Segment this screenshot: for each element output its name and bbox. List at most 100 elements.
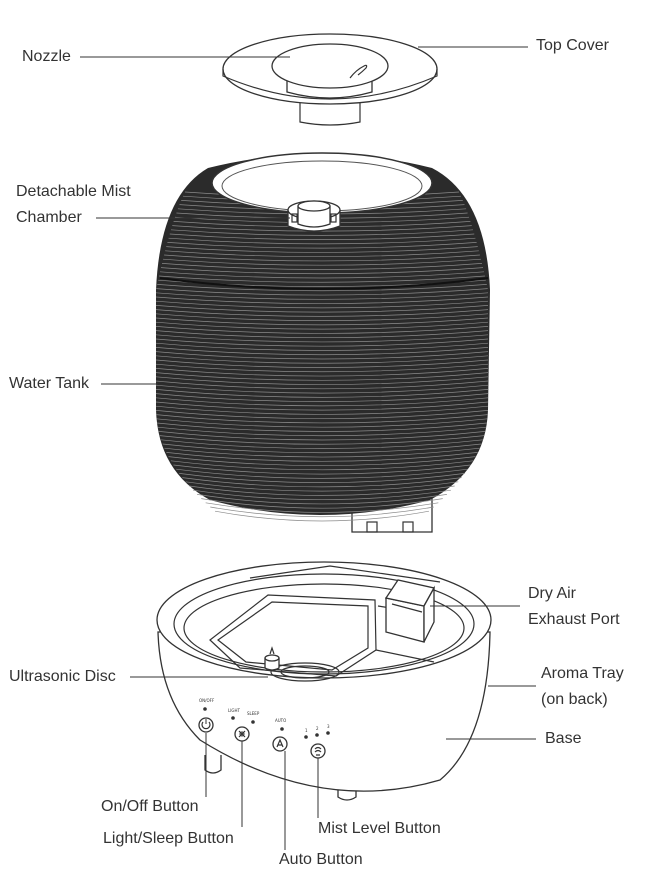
tank-rib bbox=[155, 338, 489, 347]
mist-level-button-label: Mist Level Button bbox=[318, 820, 441, 837]
tank-rib bbox=[155, 397, 489, 407]
light-sleep-icon bbox=[238, 730, 246, 738]
ultrasonic-disc bbox=[264, 646, 340, 682]
tank-rib bbox=[155, 313, 489, 321]
sleep-panel-label: SLEEP bbox=[247, 711, 260, 716]
tank-rib bbox=[185, 481, 459, 492]
tank-rib bbox=[155, 321, 489, 330]
tank-rib bbox=[155, 355, 489, 364]
nozzle-label: Nozzle bbox=[22, 48, 71, 65]
control-panel: ON/OFF LIGHT SLEEP AUTO 1 2 3 bbox=[198, 698, 330, 759]
tank-rib bbox=[182, 477, 462, 488]
water-tank-opening bbox=[211, 152, 433, 214]
tank-rib bbox=[157, 284, 487, 292]
tank-rib bbox=[159, 275, 485, 283]
tank-rib bbox=[155, 359, 489, 368]
tank-rib bbox=[155, 405, 489, 415]
tank-rib bbox=[176, 468, 468, 479]
auto-button[interactable] bbox=[272, 736, 288, 752]
mist-level-3-label: 3 bbox=[327, 724, 330, 729]
dry-air-exhaust-port-label: Dry Air Exhaust Port bbox=[528, 585, 620, 628]
top-cover-label: Top Cover bbox=[536, 37, 609, 54]
tank-rib bbox=[173, 464, 471, 475]
tank-rib bbox=[179, 473, 465, 483]
mist-level-2-label: 2 bbox=[316, 726, 319, 731]
on-off-button[interactable] bbox=[198, 717, 214, 733]
auto-button-label: Auto Button bbox=[279, 851, 363, 868]
tank-rib bbox=[161, 263, 483, 270]
tank-rib bbox=[155, 309, 489, 317]
tank-rib bbox=[155, 384, 489, 394]
detachable-mist-chamber-label: Detachable Mist Chamber bbox=[16, 183, 131, 226]
tank-rib bbox=[155, 326, 489, 334]
tank-rib bbox=[215, 510, 430, 522]
tank-rib bbox=[160, 271, 484, 279]
aroma-tray bbox=[249, 565, 441, 583]
tank-rib bbox=[155, 292, 489, 300]
tank-rib bbox=[170, 229, 474, 236]
nozzle bbox=[349, 64, 368, 79]
tank-rib bbox=[164, 447, 480, 458]
tank-rib bbox=[155, 368, 489, 377]
tank-rib bbox=[164, 254, 480, 262]
tank-rib bbox=[155, 334, 489, 343]
tank-rib bbox=[155, 376, 489, 385]
tank-rib bbox=[155, 393, 489, 402]
tank-rib bbox=[155, 330, 489, 339]
tank-rib bbox=[155, 347, 489, 356]
tank-rib bbox=[156, 422, 488, 432]
tank-rib bbox=[168, 456, 476, 466]
tank-rib bbox=[155, 305, 489, 313]
ultrasonic-disc-label: Ultrasonic Disc bbox=[9, 668, 116, 685]
tank-rib bbox=[155, 401, 489, 411]
tank-rib bbox=[155, 380, 489, 390]
water-tank-label: Water Tank bbox=[9, 375, 90, 392]
tank-rib bbox=[197, 494, 447, 505]
tank-rib bbox=[156, 414, 488, 424]
top-cover bbox=[222, 33, 438, 126]
base-label: Base bbox=[545, 730, 582, 747]
tank-rib bbox=[193, 489, 451, 500]
tank-rib bbox=[157, 426, 487, 437]
aroma-tray-label: Aroma Tray (on back) bbox=[541, 665, 624, 708]
tank-rib bbox=[155, 296, 489, 304]
tank-rib bbox=[155, 300, 489, 309]
tank-rib bbox=[156, 418, 488, 428]
on-off-button-label: On/Off Button bbox=[101, 798, 199, 815]
tank-rib bbox=[163, 258, 481, 266]
on-off-panel-label: ON/OFF bbox=[199, 698, 215, 703]
tank-rib bbox=[158, 431, 486, 441]
auto-icon bbox=[276, 738, 284, 748]
tank-rib bbox=[155, 351, 489, 360]
detachable-mist-chamber bbox=[287, 200, 341, 232]
tank-rib bbox=[167, 242, 477, 249]
light-sleep-button-label: Light/Sleep Button bbox=[103, 830, 234, 847]
tank-rib bbox=[155, 363, 489, 373]
dry-air-exhaust-port bbox=[384, 579, 435, 643]
tank-rib bbox=[189, 485, 455, 496]
tank-rib bbox=[169, 233, 475, 240]
tank-rib bbox=[155, 410, 489, 420]
water-tank-ribbing bbox=[155, 191, 489, 522]
tank-rib bbox=[160, 267, 484, 275]
mist-level-1-label: 1 bbox=[305, 728, 308, 733]
power-icon bbox=[201, 719, 211, 730]
tank-rib bbox=[155, 389, 489, 398]
tank-rib bbox=[155, 342, 489, 351]
tank-rib bbox=[166, 452, 478, 462]
tank-rib bbox=[201, 498, 443, 509]
light-sleep-button[interactable] bbox=[234, 726, 250, 742]
tank-rib bbox=[155, 372, 489, 381]
water-tank bbox=[155, 152, 490, 533]
tank-rib bbox=[161, 439, 483, 449]
mist-level-icon bbox=[314, 746, 322, 756]
tank-rib bbox=[156, 288, 488, 296]
tank-rib bbox=[162, 443, 482, 454]
tank-rib bbox=[159, 435, 485, 445]
tank-rib bbox=[165, 250, 479, 258]
tank-rib bbox=[166, 246, 478, 253]
light-panel-label: LIGHT bbox=[228, 708, 241, 713]
mist-level-button[interactable] bbox=[310, 743, 326, 759]
auto-panel-label: AUTO bbox=[275, 718, 286, 723]
